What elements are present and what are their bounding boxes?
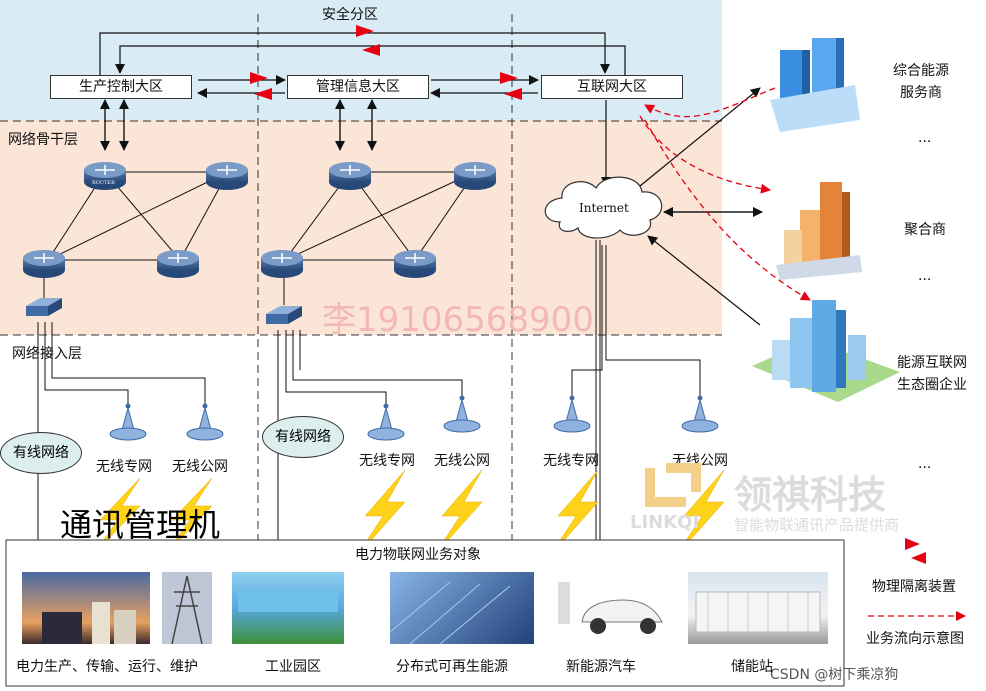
building-ecosystem (752, 300, 900, 402)
router-tag: ROUTER (92, 180, 115, 186)
photo-solar-panels (390, 572, 534, 644)
legend-flow-label: 业务流向示意图 (866, 631, 964, 647)
ellipsis-3: ... (918, 456, 932, 472)
caption-ev: 新能源汽车 (566, 659, 636, 675)
internet-cloud (544, 176, 663, 239)
internet-label: Internet (579, 201, 629, 215)
ecosystem-label-2: 生态圈企业 (897, 377, 967, 393)
caption-power-ops: 电力生产、传输、运行、维护 (16, 659, 198, 675)
caption-storage: 储能站 (731, 659, 773, 675)
switches (26, 298, 302, 324)
wired-network-left: 有线网络 (0, 432, 82, 474)
business-objects-title: 电力物联网业务对象 (355, 547, 481, 563)
wireless-private-label-3: 无线专网 (543, 453, 599, 469)
watermark-brand-tagline: 智能物联通讯产品提供商 (734, 516, 900, 534)
photo-power-plant (22, 572, 150, 644)
zone-internet: 互联网大区 (541, 75, 683, 99)
access-layer-label: 网络接入层 (12, 346, 82, 362)
ecosystem-label-1: 能源互联网 (897, 355, 967, 371)
photo-energy-storage (688, 572, 828, 644)
wireless-public-label-2: 无线公网 (434, 453, 490, 469)
routers (23, 162, 496, 278)
ellipsis-2: ... (918, 268, 932, 284)
photo-transmission (162, 572, 212, 644)
caption-industrial-park: 工业园区 (265, 659, 321, 675)
legend-isolation-label: 物理隔离装置 (872, 579, 956, 595)
wireless-private-label-2: 无线专网 (359, 453, 415, 469)
legend-isolation-icon (905, 538, 926, 564)
energy-provider-label-2: 服务商 (900, 85, 942, 101)
energy-provider-label-1: 综合能源 (893, 63, 949, 79)
photo-industrial-park (232, 572, 344, 644)
wired-network-middle: 有线网络 (262, 416, 344, 458)
watermark-phone: 李19106568900 (322, 300, 594, 340)
photo-electric-car (552, 572, 670, 644)
aggregator-label: 聚合商 (904, 222, 946, 238)
watermark-brand-en: LINKQI (630, 512, 700, 533)
zone-management-info: 管理信息大区 (287, 75, 429, 99)
security-zone-title: 安全分区 (322, 7, 378, 23)
isolation-devices (250, 25, 522, 100)
caption-renewables: 分布式可再生能源 (396, 659, 508, 675)
watermark-brand-cn: 领祺科技 (734, 473, 887, 517)
ellipsis-1: ... (918, 130, 932, 146)
backbone-layer-label: 网络骨干层 (8, 132, 78, 148)
building-aggregator (776, 182, 862, 280)
watermark-csdn: CSDN @树下乘凉狗 (770, 667, 899, 683)
wireless-private-label-1: 无线专网 (96, 459, 152, 475)
building-energy-provider (770, 38, 860, 132)
zone-production-control: 生产控制大区 (50, 75, 192, 99)
wireless-public-label-1: 无线公网 (172, 459, 228, 475)
wireless-stations (109, 395, 719, 441)
comm-manager-label: 通讯管理机 (60, 506, 221, 544)
brand-logo (640, 462, 712, 518)
